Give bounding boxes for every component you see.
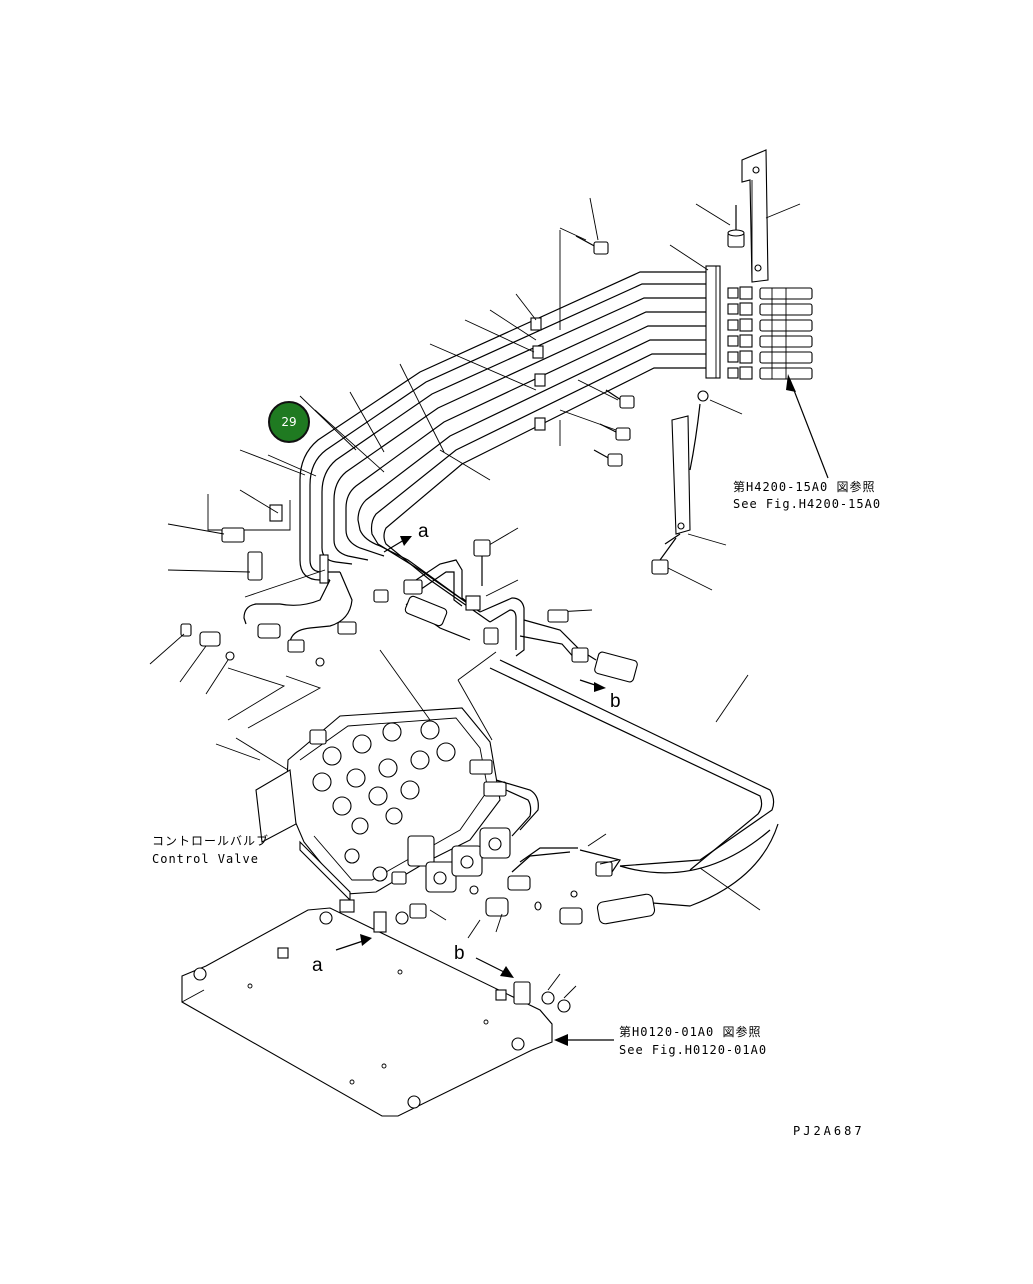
callout-badge[interactable]: 29 — [268, 401, 310, 443]
base-plate — [181, 899, 577, 1117]
vertical-bracket — [651, 390, 709, 575]
valve-leaders — [215, 649, 497, 771]
callout-number: 29 — [281, 415, 297, 429]
leader-lines-left — [149, 197, 599, 695]
reference-arrow-top — [786, 374, 829, 479]
reference-label-bottom-jp: 第H0120-01A0 図参照 — [619, 1025, 762, 1039]
reference-label-bottom-en: See Fig.H0120-01A0 — [619, 1043, 768, 1057]
reference-label-top-en: See Fig.H4200-15A0 — [733, 497, 882, 511]
right-hose-fittings — [489, 609, 779, 925]
direction-arrows — [335, 536, 606, 978]
leader-lines-right — [439, 203, 801, 613]
reference-label-top-jp: 第H4200-15A0 図参照 — [733, 480, 876, 494]
hose-ends — [759, 287, 813, 380]
pilot-tubes — [299, 271, 706, 623]
marker-b-upper: b — [610, 691, 621, 712]
valve-label-jp: コントロールバルブ — [152, 834, 270, 848]
small-fittings — [180, 623, 325, 667]
control-valve — [255, 707, 539, 902]
upper-bracket — [741, 149, 769, 283]
tube-clamps — [530, 230, 561, 446]
bracket-bolt — [727, 205, 745, 248]
valve-label-en: Control Valve — [152, 852, 259, 866]
hose-block — [705, 265, 753, 380]
left-hoses — [243, 571, 389, 653]
marker-a-lower: a — [312, 955, 323, 976]
reference-arrow-bottom — [554, 1034, 614, 1046]
valve-bottom-fittings — [395, 847, 583, 939]
marker-b-lower: b — [454, 943, 465, 964]
clamp-bolts — [575, 235, 635, 467]
left-clamp-group — [207, 494, 329, 584]
center-tube-loops — [403, 539, 525, 657]
drawing-code: PJ2A687 — [793, 1124, 865, 1138]
marker-a-upper: a — [418, 521, 429, 542]
